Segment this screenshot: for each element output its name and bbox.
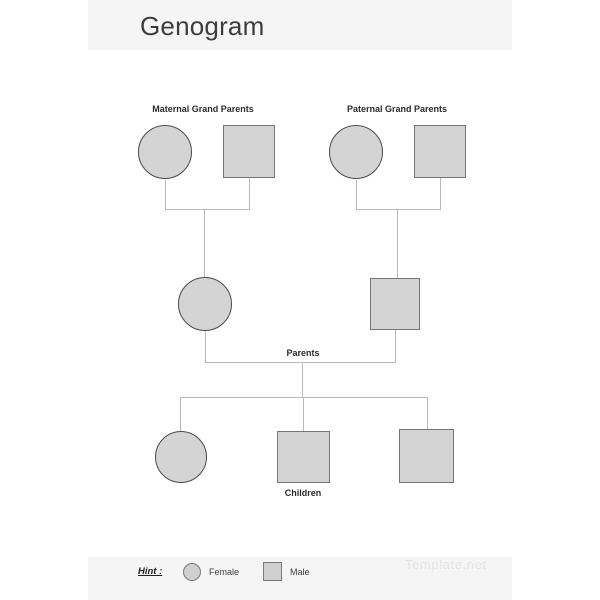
connector-line bbox=[303, 397, 304, 431]
header-band: Genogram bbox=[88, 0, 512, 50]
connector-line bbox=[249, 178, 250, 209]
mother-node bbox=[178, 277, 232, 331]
label-parents: Parents bbox=[286, 348, 320, 358]
label-children: Children bbox=[284, 488, 322, 498]
label-maternal-grandparents: Maternal Grand Parents bbox=[152, 104, 254, 114]
female-circle-icon bbox=[183, 563, 201, 581]
connector-line bbox=[205, 362, 396, 363]
connector-line bbox=[356, 209, 441, 210]
connector-line bbox=[204, 209, 205, 277]
son-node-1 bbox=[277, 431, 330, 483]
label-paternal-grandparents: Paternal Grand Parents bbox=[346, 104, 448, 114]
male-square-icon bbox=[263, 562, 282, 581]
maternal-grandmother-node bbox=[138, 125, 192, 179]
father-node bbox=[370, 278, 420, 330]
maternal-grandfather-node bbox=[223, 125, 275, 178]
hint-label: Hint : bbox=[138, 566, 163, 577]
paternal-grandmother-node bbox=[329, 125, 383, 179]
connector-line bbox=[180, 397, 428, 398]
connector-line bbox=[180, 397, 181, 431]
paternal-grandfather-node bbox=[414, 125, 466, 178]
connector-line bbox=[395, 330, 396, 362]
footer-band: Hint : Female Male Template.net bbox=[88, 557, 512, 600]
legend-label-male: Male bbox=[290, 567, 310, 577]
legend-label-female: Female bbox=[209, 567, 240, 577]
connector-line bbox=[440, 178, 441, 209]
connector-line bbox=[302, 362, 303, 397]
connector-line bbox=[427, 397, 428, 429]
connector-line bbox=[165, 180, 166, 209]
watermark: Template.net bbox=[405, 557, 487, 572]
daughter-node bbox=[155, 431, 207, 483]
connector-line bbox=[205, 331, 206, 362]
page-title: Genogram bbox=[140, 11, 265, 41]
connector-line bbox=[397, 209, 398, 278]
son-node-2 bbox=[399, 429, 454, 483]
connector-line bbox=[165, 209, 250, 210]
connector-line bbox=[356, 180, 357, 209]
